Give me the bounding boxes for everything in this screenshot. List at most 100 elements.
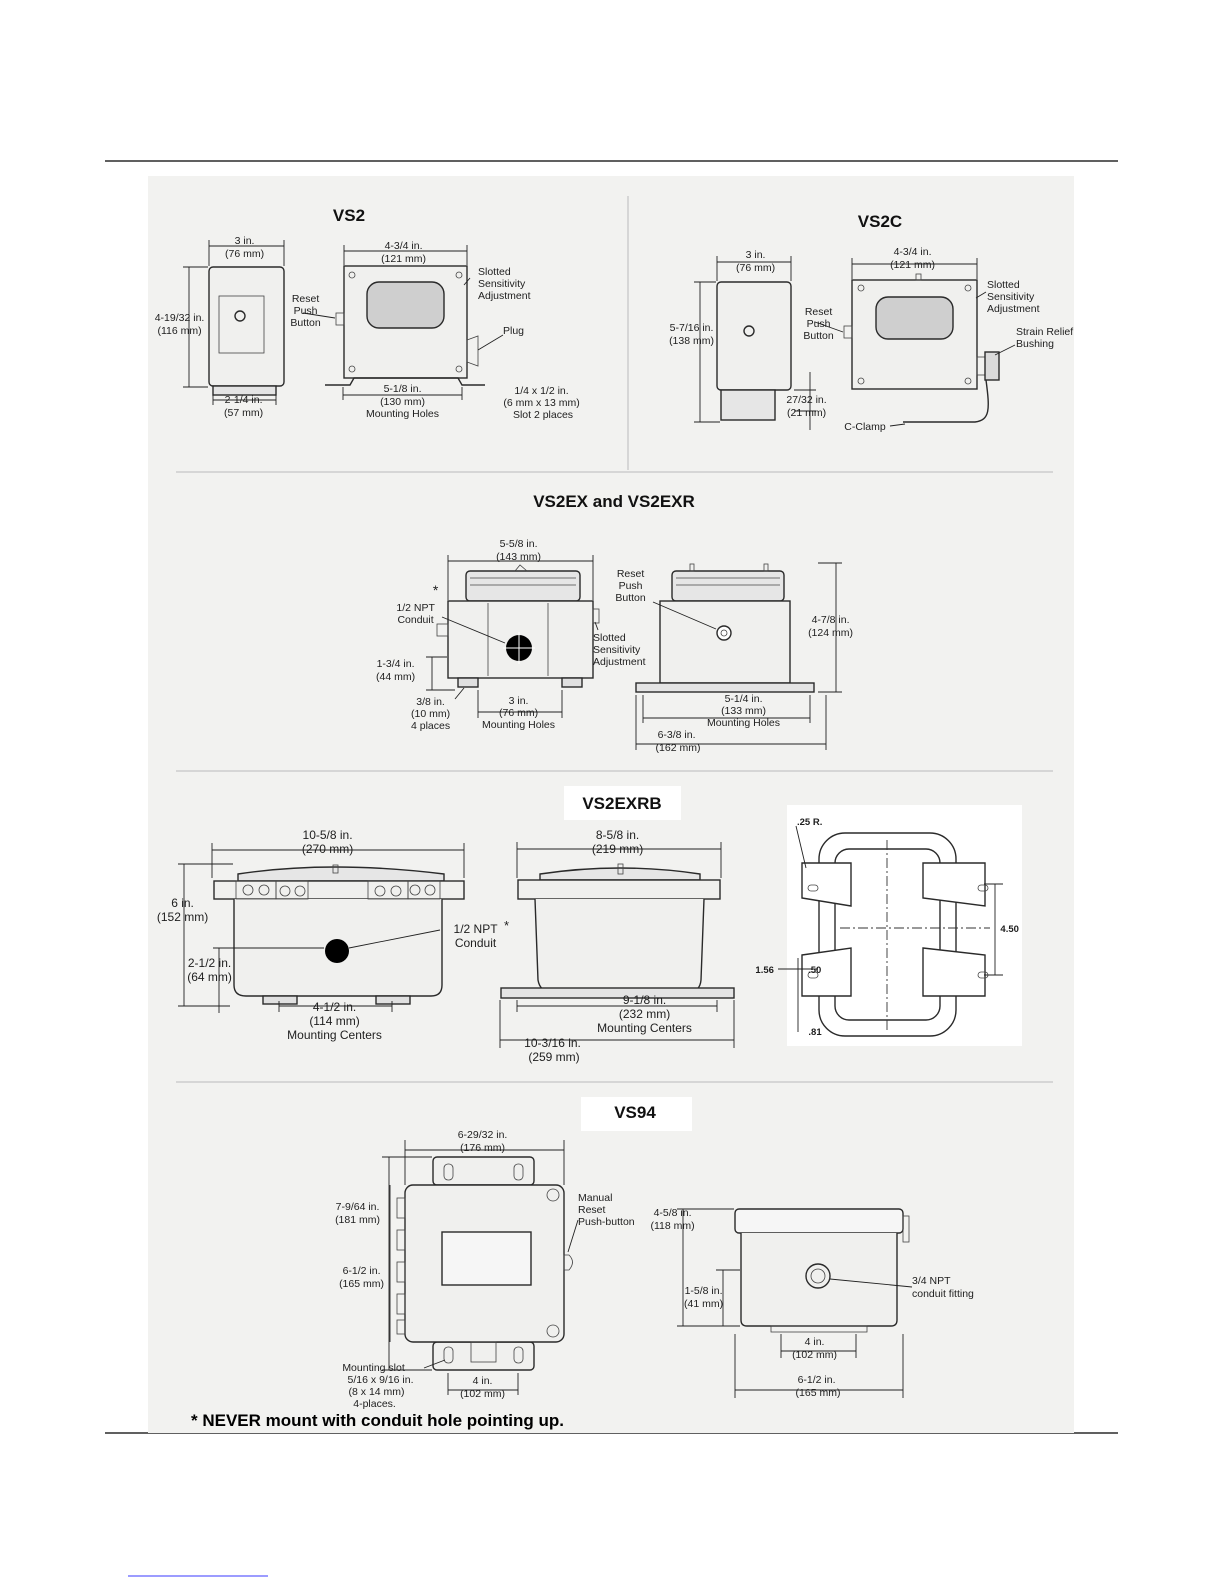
- vs2ex-label: 3 in.: [509, 695, 529, 707]
- vs2c-label: (138 mm): [669, 335, 714, 347]
- vs94-label: 4-places.: [353, 1398, 396, 1410]
- svg-text:5-5/8 in. (143 mm): 5-5/8 in. (143 mm) * 1/2 NPT Conduit Res…: [376, 538, 856, 754]
- vs94-label: (118 mm): [650, 1220, 694, 1232]
- vs2exrb-mid-body: [534, 898, 705, 993]
- vs94-label: conduit fitting: [912, 1288, 974, 1300]
- vs2-reset-button-icon: [335, 312, 345, 326]
- svg-text:Manual Reset Push-: Manual Reset Push-button 3/4 NPT conduit…: [578, 1192, 974, 1300]
- vs2c-label: Reset: [805, 306, 833, 318]
- vs94-bottom-tab: [432, 1341, 535, 1371]
- vs2ex-label: (124 mm): [808, 627, 853, 639]
- vs2c-label: (21 mm): [787, 407, 826, 419]
- vs2exrb-drawing: VS2EXRB: [157, 786, 1022, 1064]
- vs2c-label: (76 mm): [736, 262, 775, 274]
- vs2c-screw-icon: [857, 284, 865, 292]
- vs94-label: 4 in.: [805, 1336, 825, 1348]
- vs2ex-label: (10 mm): [411, 708, 450, 720]
- vs2-label: (57 mm): [224, 407, 263, 419]
- vs94-label: 6-1/2 in.: [343, 1265, 381, 1277]
- svg-text:10-5/8 in. (270 mm): 10-5/8 in. (270 mm) 8-5/8 in. (219 mm) 6…: [157, 828, 695, 1064]
- vs2exrb-mid-flange: [517, 879, 721, 900]
- vs2ex-title: VS2EX and VS2EXR: [533, 492, 695, 511]
- vs2-label: Button: [290, 317, 321, 329]
- vs2c-reset-button-icon: [843, 325, 853, 339]
- vs2-plug-icon: [466, 335, 479, 367]
- vs2-label: 4-19/32 in.: [155, 312, 205, 324]
- vs2-side-housing: [208, 266, 285, 387]
- vs2c-label: Button: [803, 330, 834, 342]
- vs94-label: 1-5/8 in.: [685, 1285, 723, 1297]
- vs2-label: (121 mm): [381, 253, 426, 265]
- vs94-title: VS94: [614, 1103, 656, 1122]
- vs2c-label: 3 in.: [746, 249, 766, 261]
- vs2c-side-button-icon: [743, 325, 755, 337]
- vs2exrb-label: 9-1/8 in.: [623, 993, 666, 1007]
- vs2exrb-mid-base: [500, 987, 735, 999]
- svg-text:3 in. (76 mm) 4-3/: 3 in. (76 mm) 4-3/4 in. (121 mm) 5-7/16 …: [669, 246, 938, 433]
- vs2-label: Adjustment: [478, 290, 531, 302]
- vs2-label: Mounting Holes: [366, 408, 439, 420]
- vs2exrb-plan-label: .25 R.: [797, 817, 822, 828]
- svg-text:Slotted Sensitivity: Slotted Sensitivity Adjustment: [593, 632, 646, 668]
- vs2ex-reset-button-icon: [716, 625, 732, 641]
- vs2c-title: VS2C: [858, 212, 902, 231]
- vs2-label: 5-1/8 in.: [384, 383, 422, 395]
- vs2exrb-title-box: [564, 786, 681, 820]
- vs94-label: 4-5/8 in.: [654, 1207, 692, 1219]
- vs2ex-label: 1-3/4 in.: [377, 658, 415, 670]
- vs2c-screw-icon: [964, 377, 972, 385]
- vs2-label: Push: [294, 305, 318, 317]
- vs2ex-top-knob: [514, 564, 528, 572]
- vs2exrb-terminal-icons: [235, 880, 441, 900]
- vs2ex-fitting-icon: [436, 623, 449, 637]
- vs2exrb-label: Mounting Centers: [287, 1028, 382, 1042]
- vs2c-label: Slotted: [987, 279, 1020, 291]
- vs94-screw-icon: [546, 1188, 560, 1202]
- vs94-label: Push-button: [578, 1216, 635, 1228]
- vs2ex-label: Conduit: [397, 614, 433, 626]
- vs2ex-label: (162 mm): [656, 742, 701, 754]
- vs2c-label: 4-3/4 in.: [894, 246, 932, 258]
- vs2ex-dimension-lines: [426, 555, 842, 750]
- vs94-label: (102 mm): [792, 1349, 837, 1361]
- vs2c-side-housing: [716, 281, 792, 391]
- vs2-label: 1/4 x 1/2 in.: [514, 385, 568, 397]
- vs94-label: (8 x 14 mm): [349, 1386, 405, 1398]
- svg-text:6-29/32 in. (176 mm): 6-29/32 in. (176 mm) 7-9/64 in. (181 mm)…: [335, 1129, 840, 1410]
- vs2-label: (130 mm): [380, 396, 425, 408]
- vs2exrb-label: (64 mm): [187, 970, 232, 984]
- svg-text:.25 R. 4.50 1.56: .25 R. 4.50 1.56 .50 .81: [755, 817, 1021, 1038]
- vs2ex-adjust-screw-icon: [592, 608, 600, 624]
- vs2ex-asterisk: *: [433, 582, 439, 598]
- vs94-label: Mounting slot: [342, 1362, 405, 1374]
- vs2ex-left-cover: [465, 570, 581, 602]
- vs2exrb-label: (152 mm): [157, 910, 208, 924]
- vs2exrb-plan-label: 1.56: [755, 965, 774, 976]
- svg-text:Slotted Sensitivity: Slotted Sensitivity Adjustment Plug: [478, 266, 533, 337]
- vs2-screw-icon: [348, 271, 356, 279]
- vs2exrb-label: 10-5/8 in.: [303, 828, 353, 842]
- vs2exrb-title: VS2EXRB: [582, 794, 661, 813]
- vs2exrb-label: Mounting Centers: [597, 1021, 692, 1035]
- vs2ex-label: 4-7/8 in.: [812, 614, 850, 626]
- svg-text:Slotted Sensitivity: Slotted Sensitivity Adjustment Strain Re…: [987, 279, 1076, 350]
- vs2-label: Slotted: [478, 266, 511, 278]
- vs94-label: 6-1/2 in.: [798, 1374, 836, 1386]
- vs94-right-body: [740, 1233, 898, 1327]
- vs2exrb-label: 6 in.: [171, 896, 194, 910]
- vs2ex-label: 4 places: [411, 720, 450, 732]
- vs2ex-label: Sensitivity: [593, 644, 641, 656]
- vs94-label: (176 mm): [460, 1142, 505, 1154]
- vs94-slot-icons: [443, 1163, 524, 1364]
- vs2ex-label: (44 mm): [376, 671, 415, 683]
- vs2-mount-flange: [325, 377, 485, 386]
- vs2c-side-clamp: [720, 389, 776, 421]
- vs2c-label: Adjustment: [987, 303, 1040, 315]
- vs2c-top-tab: [915, 273, 922, 281]
- vs2ex-label: Reset: [617, 568, 645, 580]
- vs2exrb-label: (232 mm): [619, 1007, 670, 1021]
- vs2c-label: Strain Relief: [1016, 326, 1073, 338]
- vs94-label: Manual: [578, 1192, 612, 1204]
- vs94-conduit-fitting-icon: [805, 1263, 831, 1289]
